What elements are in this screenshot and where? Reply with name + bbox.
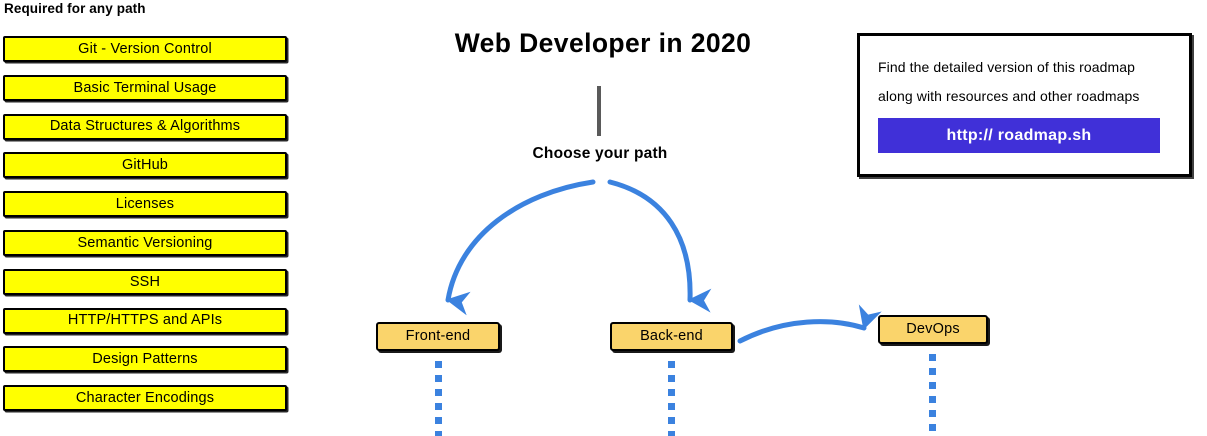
required-item-label: Data Structures & Algorithms <box>49 118 241 135</box>
roadmap-link-label: http:// roadmap.sh <box>946 126 1092 144</box>
required-item[interactable]: Design Patterns <box>3 346 287 373</box>
path-box-front-end[interactable]: Front-end <box>376 322 500 351</box>
path-box-label: DevOps <box>906 321 960 338</box>
path-box-devops[interactable]: DevOps <box>878 315 988 344</box>
trail-dot <box>929 382 936 389</box>
page-title: Web Developer in 2020 <box>454 28 752 58</box>
required-item-label: Character Encodings <box>75 389 215 406</box>
required-item-label: Basic Terminal Usage <box>73 79 217 96</box>
required-item[interactable]: SSH <box>3 268 287 295</box>
trail-dot <box>929 354 936 361</box>
trail-dot <box>435 389 442 396</box>
choose-your-path-label: Choose your path <box>532 145 668 162</box>
required-item[interactable]: Character Encodings <box>3 385 287 412</box>
trail-dot <box>929 368 936 375</box>
info-card: Find the detailed version of this roadma… <box>857 33 1192 177</box>
trail-dot <box>668 361 675 368</box>
required-item-label: HTTP/HTTPS and APIs <box>67 312 223 329</box>
dotted-trail-devops <box>929 354 936 436</box>
required-item-label: GitHub <box>121 157 169 174</box>
trail-dot <box>435 431 442 436</box>
path-box-label: Back-end <box>640 328 703 345</box>
required-item[interactable]: GitHub <box>3 152 287 179</box>
required-item-label: Design Patterns <box>92 351 198 368</box>
required-section: Required for any path Git - Version Cont… <box>0 0 300 436</box>
dotted-trail-back-end <box>668 361 675 436</box>
required-item[interactable]: Semantic Versioning <box>3 230 287 256</box>
roadmap-link-button[interactable]: http:// roadmap.sh <box>878 118 1160 153</box>
required-item[interactable]: Git - Version Control <box>3 36 287 62</box>
trail-dot <box>435 417 442 424</box>
trail-dot <box>929 396 936 403</box>
trail-dot <box>668 417 675 424</box>
arrow-to-backend <box>607 179 712 313</box>
trail-dot <box>435 361 442 368</box>
required-item-label: SSH <box>129 273 161 290</box>
required-item[interactable]: HTTP/HTTPS and APIs <box>3 307 287 334</box>
trail-dot <box>435 403 442 410</box>
required-item[interactable]: Basic Terminal Usage <box>3 74 287 101</box>
required-section-heading: Required for any path <box>4 1 146 16</box>
path-box-back-end[interactable]: Back-end <box>610 322 733 351</box>
trail-dot <box>668 375 675 382</box>
trail-dot <box>435 375 442 382</box>
required-item[interactable]: Licenses <box>3 191 287 218</box>
required-item-label: Licenses <box>115 195 175 212</box>
trail-dot <box>668 403 675 410</box>
info-card-line-1: Find the detailed version of this roadma… <box>878 59 1136 75</box>
trail-dot <box>929 410 936 417</box>
arrow-backend-to-devops <box>737 304 882 344</box>
trail-dot <box>668 431 675 436</box>
title-stem-line <box>597 86 601 136</box>
arrow-to-frontend <box>445 179 596 316</box>
trail-dot <box>668 389 675 396</box>
required-item-label: Git - Version Control <box>78 40 212 57</box>
path-box-label: Front-end <box>405 328 471 345</box>
required-item[interactable]: Data Structures & Algorithms <box>3 113 287 140</box>
trail-dot <box>929 424 936 431</box>
required-item-label: Semantic Versioning <box>77 234 213 251</box>
info-card-line-2: along with resources and other roadmaps <box>878 88 1140 104</box>
dotted-trail-front-end <box>435 361 442 436</box>
